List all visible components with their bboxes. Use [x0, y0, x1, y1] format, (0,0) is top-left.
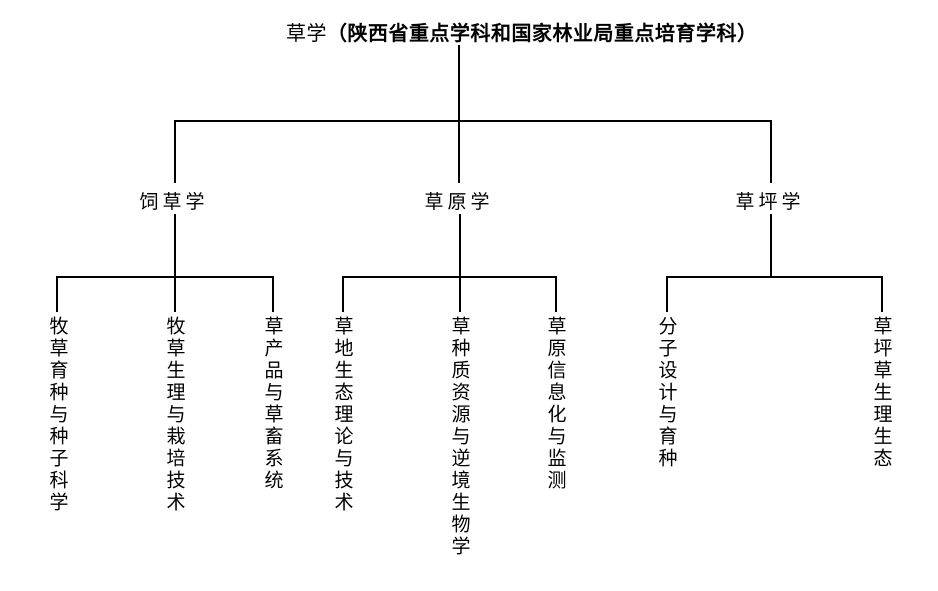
connector-branch3-right-drop [881, 276, 883, 312]
connector-branch1-right-drop [272, 276, 274, 312]
connector-branch2-stem [459, 214, 461, 312]
connector-branch3-left-drop [666, 276, 668, 312]
leaf-label-grassland-3: 草原信息化与监测 [544, 316, 566, 492]
branch-label-grassland: 草原学 [424, 192, 494, 213]
branch-label-turf: 草坪学 [735, 192, 805, 213]
leaf-label-forage-1: 牧草育种与种子科学 [46, 316, 68, 514]
connector-level1-left-drop [174, 120, 176, 183]
connector-branch1-left-drop [56, 276, 58, 312]
leaf-label-forage-2: 牧草生理与栽培技术 [163, 316, 185, 514]
branch-label-forage: 饲草学 [139, 192, 209, 213]
leaf-label-grassland-2: 草种质资源与逆境生物学 [448, 316, 470, 558]
connector-branch1-stem [174, 214, 176, 312]
leaf-label-grassland-1: 草地生态理论与技术 [331, 316, 353, 514]
chart-title-annotation: （陕西省重点学科和国家林业局重点培育学科） [327, 23, 758, 45]
connector-branch2-hbar [342, 276, 556, 278]
leaf-label-turf-2: 草坪草生理生态 [870, 316, 892, 470]
connector-branch3-hbar [666, 276, 882, 278]
connector-root-stem [458, 45, 460, 183]
connector-branch2-right-drop [555, 276, 557, 312]
chart-title-main: 草学 [286, 23, 327, 45]
connector-level1-hbar [174, 120, 771, 122]
chart-title: 草学（陕西省重点学科和国家林业局重点培育学科） [286, 17, 758, 46]
connector-branch3-stem [770, 214, 772, 278]
leaf-label-turf-1: 分子设计与育种 [655, 316, 677, 470]
leaf-label-forage-3: 草产品与草畜系统 [261, 316, 283, 492]
connector-branch1-hbar [56, 276, 273, 278]
connector-level1-right-drop [770, 120, 772, 183]
connector-branch2-left-drop [342, 276, 344, 312]
